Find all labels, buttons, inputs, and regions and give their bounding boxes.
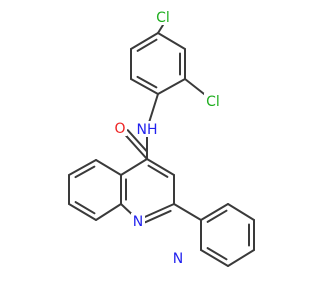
- bond-line: [120, 158, 148, 176]
- bond-line: [173, 203, 202, 221]
- atom-label-n-pyridine: N: [171, 250, 185, 267]
- atom-label-n-quinoline: N: [131, 213, 145, 230]
- bond-line: [200, 249, 229, 267]
- bond-line: [146, 158, 175, 176]
- atom-label-layer: Cl Cl NH O N N: [113, 9, 222, 267]
- bond-line-double: [74, 165, 96, 179]
- bond-line-double: [136, 75, 158, 89]
- cl-label: Cl: [206, 94, 220, 110]
- bond-line: [95, 203, 122, 221]
- bond-line: [68, 203, 97, 221]
- bond-line: [157, 78, 186, 95]
- bond-line: [130, 32, 159, 50]
- bond-line: [157, 32, 186, 50]
- bond-line-double: [147, 164, 169, 178]
- n-label: N: [133, 214, 143, 230]
- atom-label-nh: NH: [137, 121, 158, 138]
- bond-line: [95, 159, 122, 176]
- bond-line: [68, 159, 97, 176]
- atom-label-cl-right: Cl: [204, 93, 222, 110]
- nh-label: NH: [137, 122, 158, 138]
- bond-line-double: [144, 209, 172, 224]
- bond-layer: [68, 24, 255, 267]
- atom-label-o: O: [113, 120, 127, 137]
- bond-line: [200, 203, 229, 221]
- bond-line: [130, 78, 159, 95]
- atom-label-cl-top: Cl: [154, 9, 172, 26]
- o-label: O: [114, 121, 125, 137]
- bond-line: [227, 203, 255, 221]
- bond-line-double: [126, 129, 148, 153]
- bond-line-double: [206, 247, 228, 261]
- n-label: N: [173, 251, 183, 267]
- bond-line-double: [74, 201, 96, 215]
- bond-line-double: [206, 209, 228, 223]
- cl-label: Cl: [156, 10, 170, 26]
- bond-line: [227, 249, 255, 267]
- bond-line: [157, 24, 164, 34]
- molecule-structure: Cl Cl NH O N N: [68, 9, 255, 267]
- bond-line-double: [136, 38, 158, 52]
